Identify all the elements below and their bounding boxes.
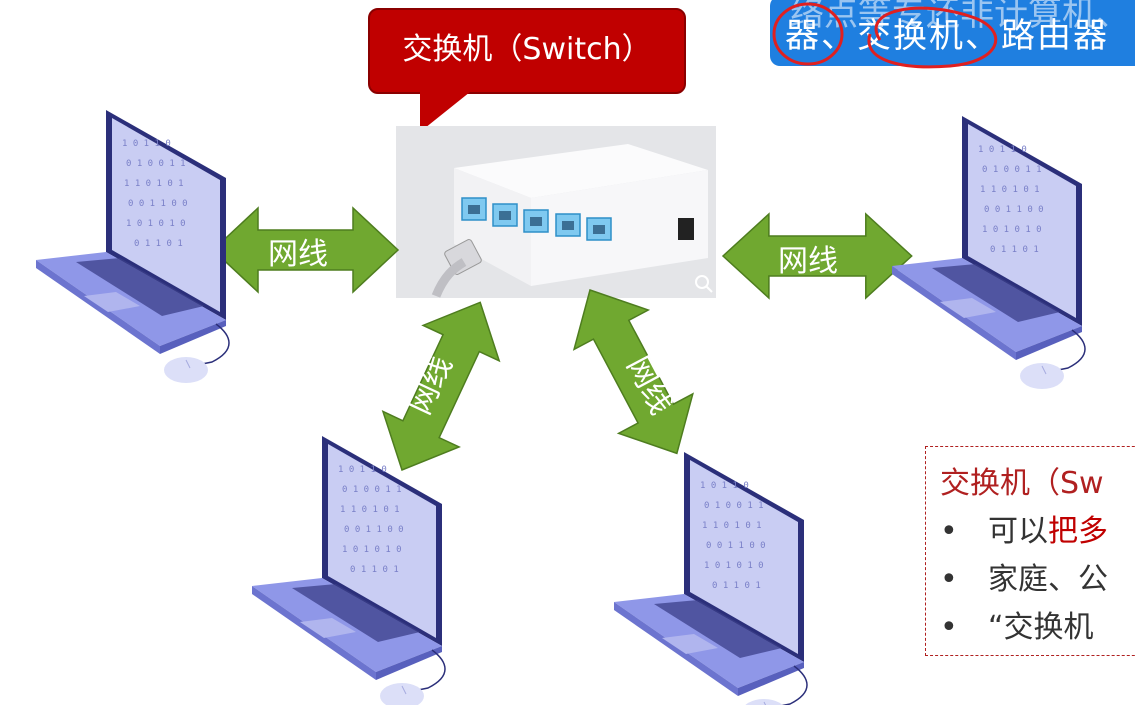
bullet: • (940, 562, 958, 597)
bullet: • (940, 610, 958, 645)
info-line-1-text: 可以 (988, 514, 1048, 549)
laptop-top-right (891, 115, 1086, 390)
callout-label: 交换机（Switch） (402, 32, 652, 67)
info-line-3-text: “交换机 (988, 610, 1094, 645)
laptop-top-left (35, 109, 230, 384)
switch-photo (396, 126, 716, 298)
callout-tail (420, 92, 470, 132)
info-line-2-text: 家庭、公 (988, 562, 1108, 597)
switch-callout (368, 8, 686, 94)
arrow-label-right: 网线 (778, 244, 838, 279)
info-line-3: • “交换机 (940, 602, 1094, 646)
info-line-2: • 家庭、公 (940, 554, 1108, 598)
info-line-1-highlight: 把多 (1048, 514, 1108, 549)
laptop-bottom-right (613, 451, 808, 705)
laptop-bottom-left (251, 435, 446, 705)
network-switch-illustration (396, 126, 716, 298)
info-line-1: • 可以把多 (940, 506, 1108, 550)
top-banner-cut-text: 络点等专还非计算机、 (790, 0, 1130, 34)
bullet: • (940, 514, 958, 549)
handwritten-annotation (772, 2, 998, 69)
switch-info-box (925, 446, 1135, 656)
info-box-title: 交换机（Sw (940, 466, 1104, 501)
arrow-label-left: 网线 (268, 237, 328, 272)
